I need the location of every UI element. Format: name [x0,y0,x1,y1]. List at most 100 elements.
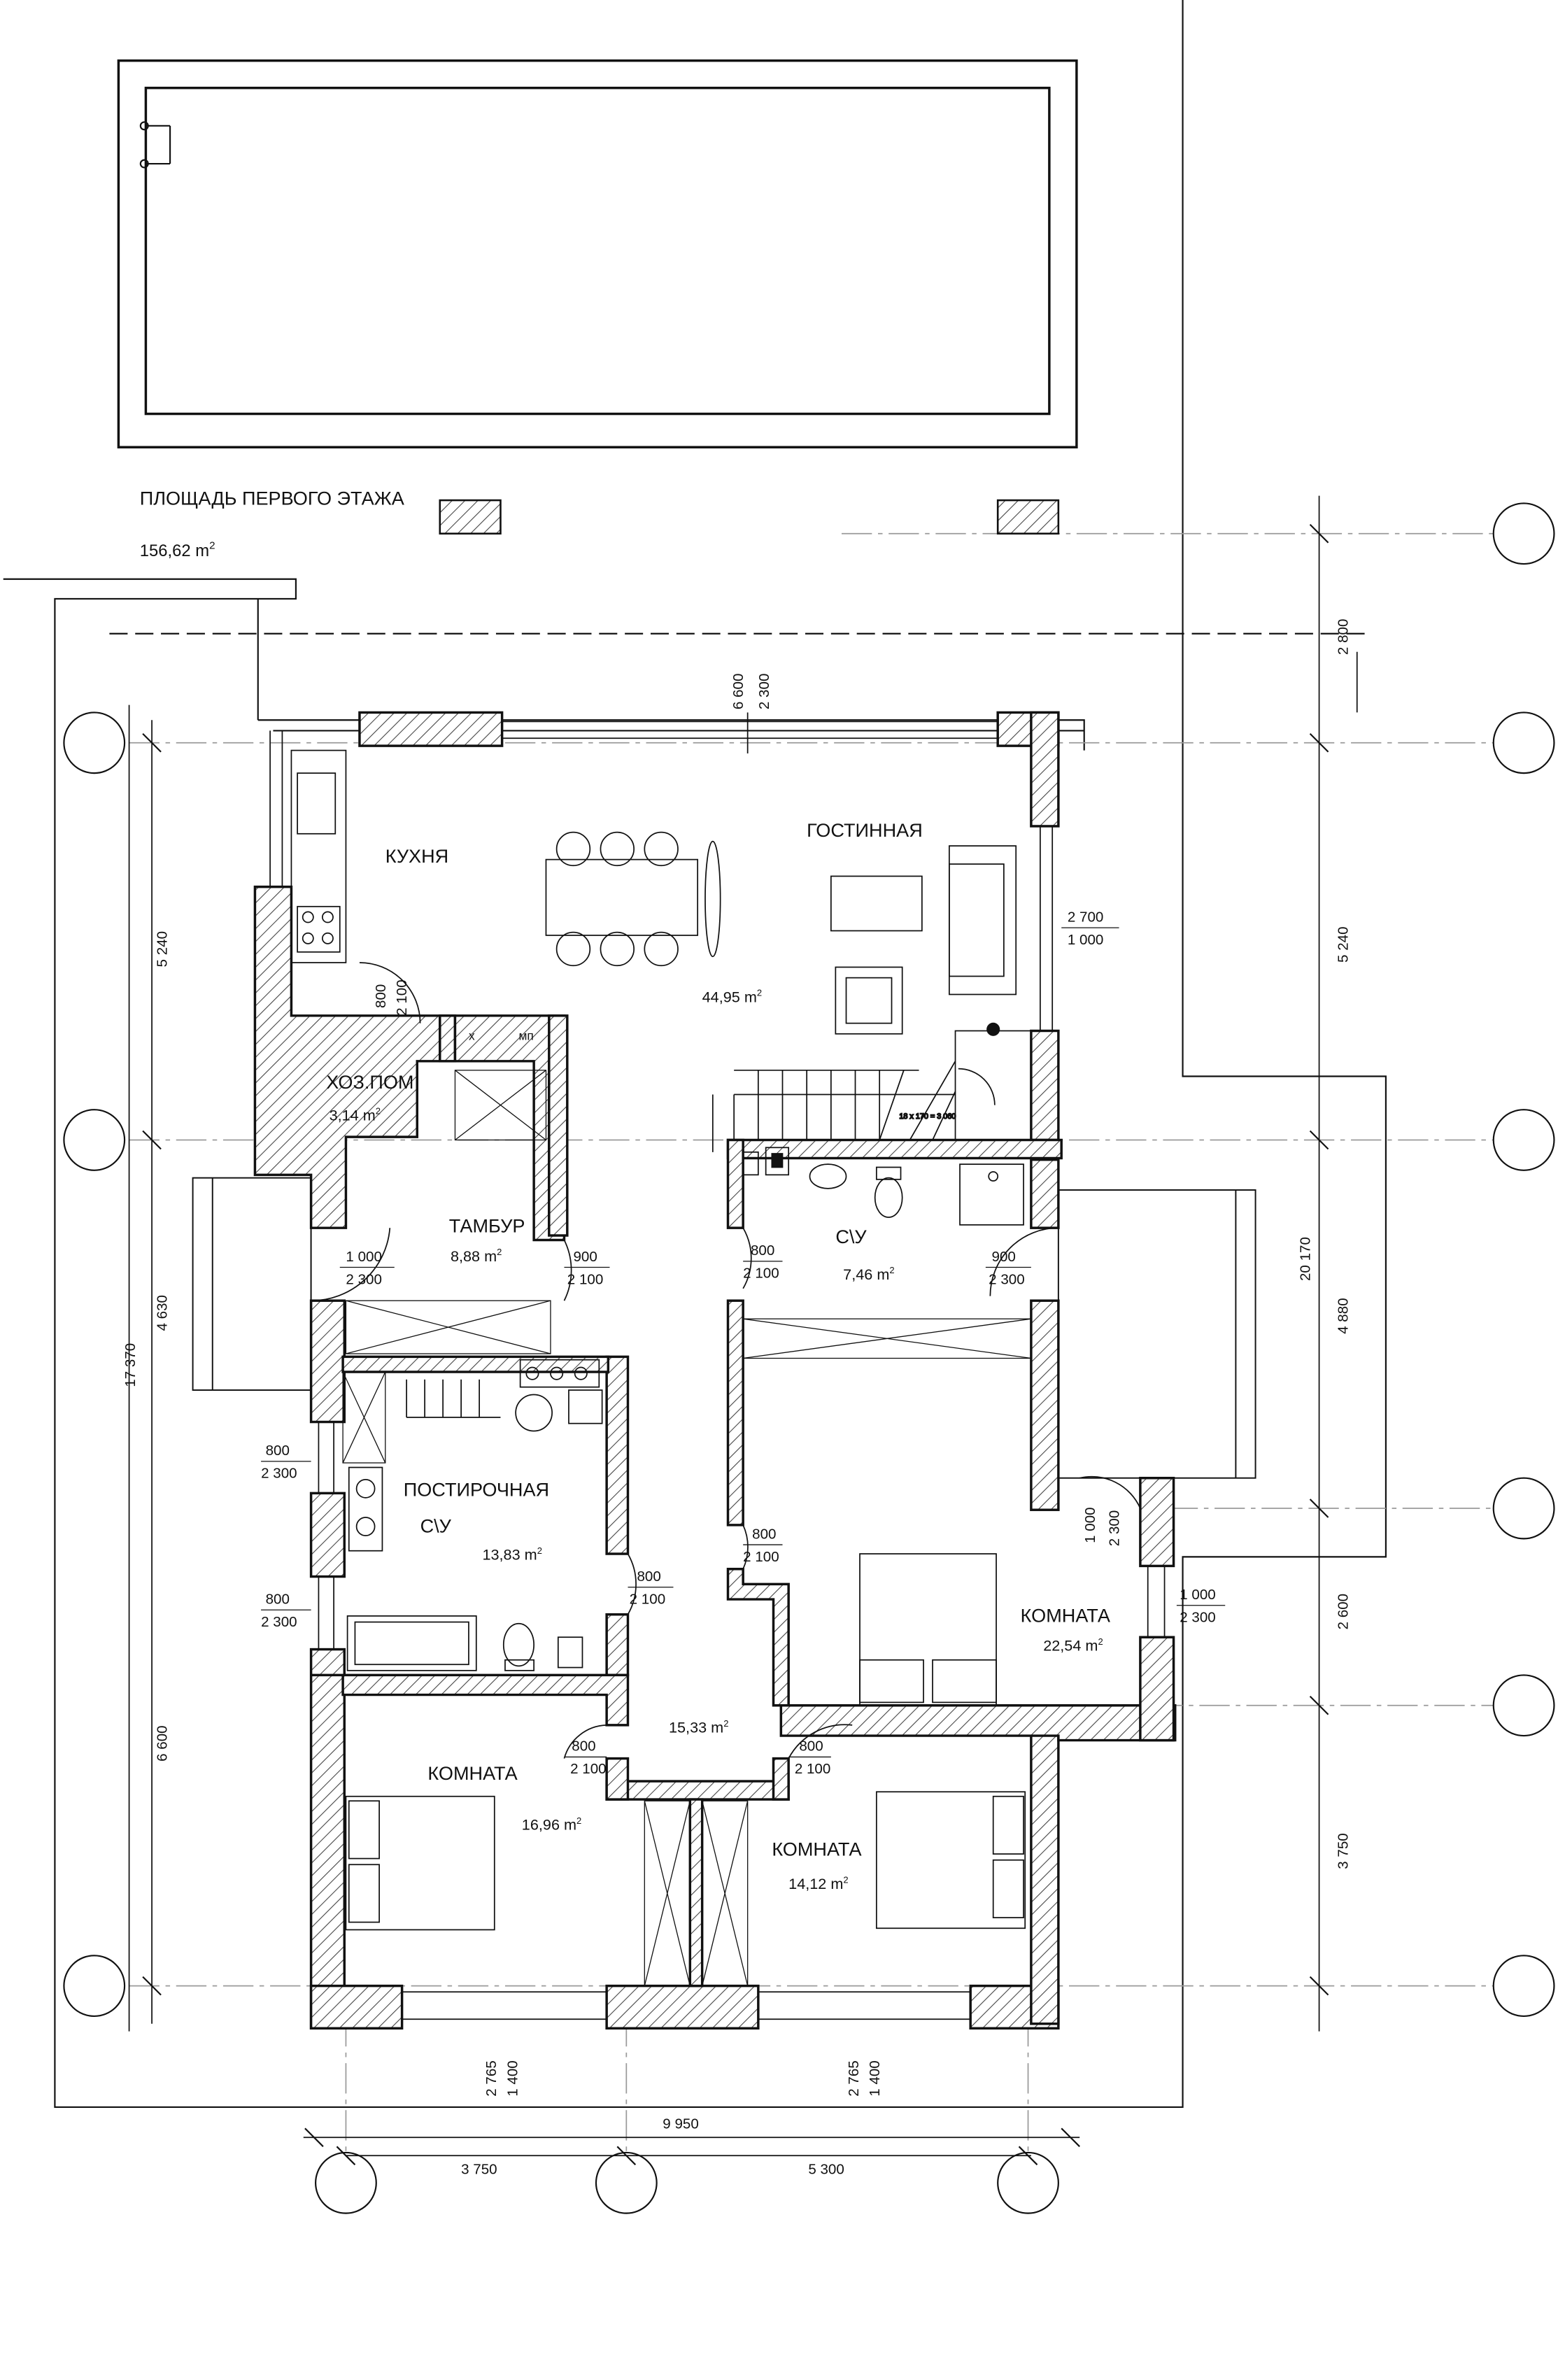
room-area: 14,12 m2 [788,1874,849,1892]
dim-label: 2 100 [795,1761,831,1777]
axis-marker [63,1109,126,1171]
dim-label: 2 100 [743,1266,779,1282]
shower-icon [959,1163,1024,1226]
dim-label: 1 400 [867,2060,883,2097]
coffee-table [830,875,923,932]
axis-marker [63,711,126,774]
dim-label: 2 100 [743,1549,779,1565]
pillar-icon[interactable] [986,1022,1000,1036]
sink-icon [297,772,337,835]
room-area: 7,46 m2 [843,1265,894,1283]
room-area: 8,88 m2 [451,1247,502,1265]
dim-label: 2 100 [570,1761,607,1777]
pool [117,59,1078,448]
floor-area-number: 156,62 m [140,541,209,560]
dim-label: 800 [751,1242,774,1259]
dim-label: 800 [572,1738,595,1755]
dim-label: 800 [266,1592,290,1608]
bed-bottom [875,1791,1026,1929]
dim-label: 5 240 [1336,926,1352,963]
dim-label: 2 300 [261,1614,297,1630]
dim-label: 900 [573,1249,597,1265]
dim-label: 1 400 [504,2060,521,2097]
dim-label: 4 880 [1336,1298,1352,1334]
dim-label: 2 300 [756,674,772,710]
dim-label: 2 300 [1107,1510,1123,1547]
dim-label: 2 765 [846,2060,862,2097]
washer-icon[interactable] [519,1359,600,1388]
axis-marker [63,1955,126,2018]
axis-marker [1492,1109,1555,1171]
chimney [996,499,1060,535]
door-swing [627,1553,637,1615]
bath-fixtures [346,1147,1024,1671]
room-label: ХОЗ.ПОМ [326,1071,413,1093]
toilet-icon [874,1177,903,1218]
door-swing [359,962,421,1023]
dim-label: 800 [637,1568,660,1585]
bed-right [859,1553,997,1706]
room-label: ПОСТИРОЧНАЯ [404,1479,549,1501]
dim-label: 2 765 [483,2060,500,2097]
dim-label: 800 [266,1443,290,1459]
bathtub-icon [346,1615,477,1671]
room-labels: КУХНЯ ГОСТИННАЯ 44,95 m2 ХОЗ.ПОМ 3,14 m2… [326,819,1111,1892]
dim-label: 800 [373,984,389,1008]
axis-markers [63,502,1555,2214]
dim-label: 4 630 [155,1295,171,1331]
door-swing [989,1227,1058,1296]
room-area: 13,83 m2 [482,1545,542,1564]
axis-marker [1492,711,1555,774]
dim-label: 2 700 [1068,909,1104,925]
staircase: 18 х 170 = 3 060 [711,1022,1032,1152]
room-area: 3,14 m2 [330,1106,381,1124]
sofa [948,845,1017,996]
dim-label: 2 300 [346,1271,382,1287]
floor-area-value: 156,62 m2 [140,539,215,560]
toilet-icon [502,1622,534,1667]
wardrobes [342,1070,1032,1987]
dimension-ticks [142,523,1329,2166]
dimension-lines [128,495,1358,2157]
dim-label: 3 750 [1336,1833,1352,1869]
room-label: С\У [420,1515,452,1537]
door-swing [788,1724,853,1759]
dim-label: 9 950 [663,2116,699,2132]
washbasin-icon [809,1163,847,1189]
room-area: 15,33 m2 [669,1718,729,1736]
boiler-icon [765,1147,790,1176]
armchair [835,966,903,1035]
room-label: КОМНАТА [772,1838,862,1860]
dim-label: 2 600 [1336,1594,1352,1630]
room-label: ТАМБУР [449,1215,525,1237]
room-area: 22,54 m2 [1043,1636,1103,1655]
bed-left [345,1795,495,1931]
dimension-labels: 6 600 2 300 2 800 5 240 20 170 4 880 2 6… [122,619,1352,2178]
door-swing [742,1227,752,1289]
dim-label: 1 000 [346,1249,382,1265]
room-label: КУХНЯ [385,845,448,867]
windows [269,721,1166,2020]
dim-label: 5 300 [808,2161,844,2177]
room-label: КОМНАТА [427,1762,518,1784]
dining-table [545,858,699,936]
stove-icon [297,905,341,953]
dim-label: 800 [752,1526,776,1542]
door-swing [563,1240,572,1301]
porches [192,1177,1256,1479]
dim-label: 17 370 [122,1343,139,1387]
dim-label: 2 300 [989,1271,1025,1287]
door-swings [310,962,1141,1759]
floor-area-title: ПЛОЩАДЬ ПЕРВОГО ЭТАЖА [140,488,405,509]
boiler-label: х [469,1028,475,1042]
dim-label: 2 100 [630,1592,666,1608]
dim-label: 2 800 [1336,619,1352,656]
dim-label: 2 100 [567,1271,604,1287]
dim-label: 800 [799,1738,823,1755]
room-area: 44,95 m2 [702,988,763,1006]
door-swing [310,1228,391,1302]
door-swing [1079,1475,1141,1509]
dim-label: 900 [992,1249,1016,1265]
dim-label: 1 000 [1180,1587,1216,1603]
